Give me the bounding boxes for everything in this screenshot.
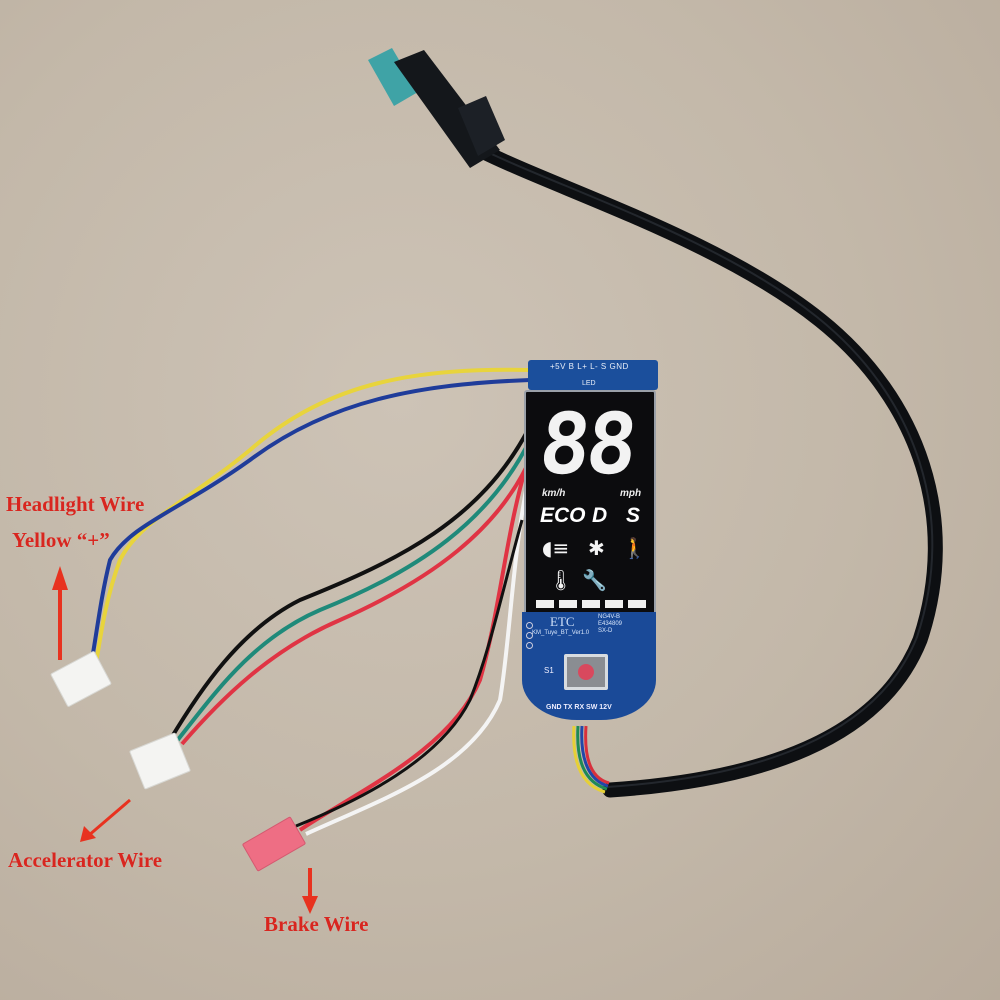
mode-eco: ECO <box>540 504 586 527</box>
pcb-control-section: ETC KM_Tuye_BT_Ver1.0 NG4V-B E434809 SX-… <box>522 612 656 720</box>
label-brake-wire: Brake Wire <box>264 912 369 936</box>
arrow-down-icon <box>302 868 318 914</box>
version-label: KM_Tuye_BT_Ver1.0 <box>532 630 590 636</box>
led-label: LED <box>582 380 596 387</box>
label-accelerator-wire: Accelerator Wire <box>8 848 163 872</box>
arrow-down-left-icon <box>80 798 131 842</box>
unit-kmh: km/h <box>542 488 566 499</box>
cable-connector <box>368 48 505 168</box>
dashboard-pcb: +5V B L+ L- S GND LED 88 km/h mph ECO D … <box>518 360 660 726</box>
walk-mode-icon: 🚶 <box>622 536 647 560</box>
speed-digits: 88 <box>534 395 639 493</box>
arrow-up-icon <box>52 566 68 660</box>
unit-mph: mph <box>620 488 642 499</box>
wrench-icon: 🔧 <box>582 568 607 592</box>
bluetooth-icon: ✱ <box>588 536 605 560</box>
push-button[interactable] <box>564 654 608 690</box>
code-labels: NG4V-B E434809 SX-D <box>598 614 623 634</box>
mount-holes <box>526 622 533 652</box>
mode-s: S <box>626 504 641 527</box>
pcb-header: +5V B L+ L- S GND LED <box>528 360 658 390</box>
label-headlight-yellow: Yellow “+” <box>12 528 110 552</box>
mode-d: D <box>592 504 608 527</box>
label-headlight-wire: Headlight Wire <box>6 492 145 516</box>
headlight-icon: ◖≡ <box>542 536 570 560</box>
lcd-display: 88 km/h mph ECO D S ◖≡ ✱ 🚶 🌡 🔧 <box>524 390 656 616</box>
battery-bar <box>536 600 646 608</box>
pin-labels-top: +5V B L+ L- S GND <box>550 362 629 371</box>
thermometer-icon: 🌡 <box>548 568 574 592</box>
pin-labels-bottom: GND TX RX SW 12V <box>546 704 612 711</box>
brand-label: ETC <box>550 614 575 629</box>
switch-label: S1 <box>544 666 554 675</box>
